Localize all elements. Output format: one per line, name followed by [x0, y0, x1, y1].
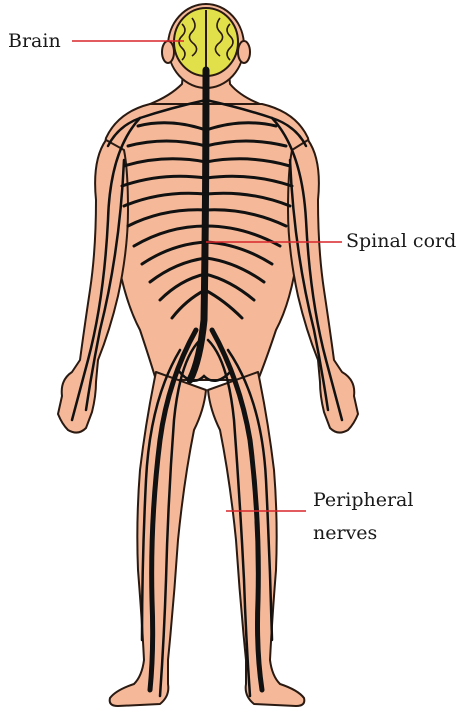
brain-label: Brain	[8, 30, 61, 53]
peripheral-nerves-label-line1: Peripheral	[313, 489, 413, 512]
peripheral-nerves-label-line2: nerves	[313, 522, 377, 545]
spinal-cord-label: Spinal cord	[346, 230, 456, 253]
brain-illustration	[174, 8, 238, 76]
